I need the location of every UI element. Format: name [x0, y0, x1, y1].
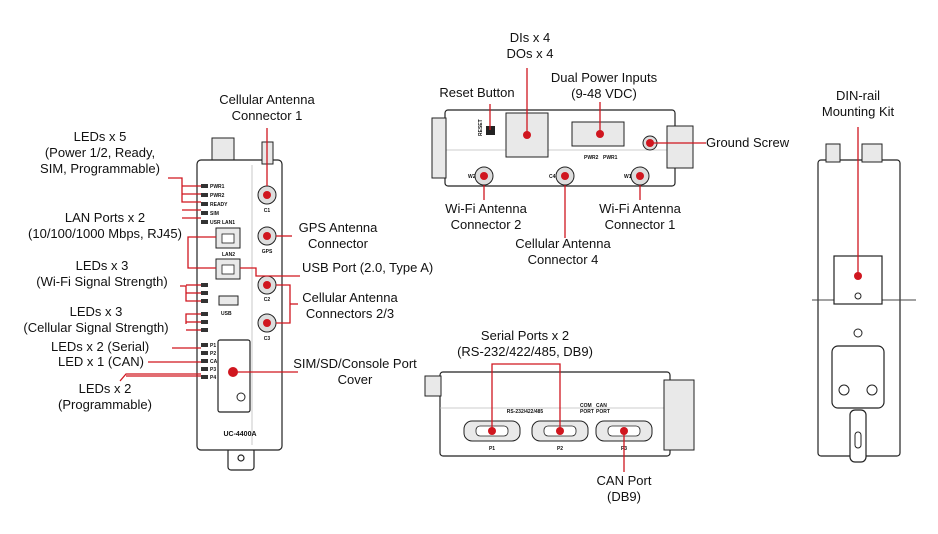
svg-text:C3: C3: [264, 336, 271, 342]
label-lan: LAN Ports x 2(10/100/1000 Mbps, RJ45): [28, 210, 182, 241]
bottom-labels: Serial Ports x 2(RS-232/422/485, DB9) CA…: [457, 328, 652, 504]
svg-text:LAN1: LAN1: [222, 220, 235, 226]
svg-text:W2: W2: [468, 174, 476, 180]
svg-text:GPS: GPS: [262, 249, 273, 255]
svg-text:RESET: RESET: [478, 119, 484, 136]
label-reset: Reset Button: [439, 85, 514, 100]
svg-text:PORT: PORT: [580, 409, 594, 415]
svg-text:P2: P2: [557, 446, 563, 452]
svg-text:PWR2: PWR2: [584, 155, 599, 161]
label-can-led: LED x 1 (CAN): [58, 354, 144, 369]
label-serial-led: LEDs x 2 (Serial): [51, 339, 149, 354]
c4-connector: C4: [549, 166, 575, 186]
svg-text:C4: C4: [549, 174, 556, 180]
label-leds5: LEDs x 5(Power 1/2, Ready,SIM, Programma…: [40, 129, 160, 176]
svg-text:PWR1: PWR1: [603, 155, 618, 161]
front-top-bracket: [211, 137, 235, 163]
svg-text:P1: P1: [489, 446, 495, 452]
label-power: Dual Power Inputs(9-48 VDC): [551, 70, 658, 101]
svg-text:P2: P2: [210, 351, 216, 357]
label-ground: Ground Screw: [706, 135, 790, 150]
sim-cover: [217, 339, 251, 413]
front-bracket-hole: [237, 454, 245, 462]
top-left-bracket: [431, 117, 447, 179]
top-callouts: [483, 68, 706, 238]
svg-text:PORT: PORT: [596, 409, 610, 415]
top-view: RESET PWR2 PWR1 W2 C4 W1: [431, 109, 694, 187]
svg-text:PWR2: PWR2: [210, 193, 225, 199]
c2-connector: C2: [257, 275, 277, 303]
front-view: C1 GPS C2 C3 PWR1 PWR2 READY SIM USR LAN…: [196, 137, 283, 471]
svg-text:CAN: CAN: [210, 359, 221, 365]
usb-port: USB: [218, 295, 239, 317]
svg-text:CAN: CAN: [596, 403, 607, 409]
svg-text:C2: C2: [264, 297, 271, 303]
wifi-leds: [201, 283, 208, 303]
svg-text:SIM: SIM: [210, 211, 219, 217]
bottom-housing: [439, 371, 671, 457]
label-prog-leds: LEDs x 2(Programmable): [58, 381, 152, 412]
svg-text:C1: C1: [264, 208, 271, 214]
svg-text:W1: W1: [624, 174, 632, 180]
svg-text:RS-232/422/485: RS-232/422/485: [507, 409, 544, 415]
gps-connector: GPS: [257, 226, 277, 255]
side-top-clip: [861, 143, 883, 163]
svg-text:P4: P4: [210, 375, 216, 381]
label-can-port: CAN Port(DB9): [597, 473, 652, 504]
w2-connector: W2: [468, 166, 494, 186]
svg-text:LAN2: LAN2: [222, 252, 235, 258]
c3-connector: C3: [257, 313, 277, 342]
top-din-clip: [666, 125, 694, 169]
label-cell-leds: LEDs x 3(Cellular Signal Strength): [23, 304, 168, 335]
din-rail-kit: [831, 255, 885, 463]
svg-text:USR: USR: [210, 220, 221, 226]
reset-area: RESET: [478, 119, 495, 136]
front-callouts: [119, 128, 300, 382]
w1-connector: W1: [624, 166, 650, 186]
serial-leds: P1 P2 CAN P3 P4: [201, 343, 221, 381]
bottom-left-bracket: [424, 375, 442, 397]
power-terminal: PWR2 PWR1: [571, 121, 625, 161]
status-leds: PWR1 PWR2 READY SIM USR: [201, 184, 228, 226]
bottom-din-clip: [663, 379, 695, 451]
svg-text:P1: P1: [210, 343, 216, 349]
svg-text:COM: COM: [580, 403, 592, 409]
svg-text:READY: READY: [210, 202, 228, 208]
svg-text:USB: USB: [221, 311, 232, 317]
svg-text:P3: P3: [210, 367, 216, 373]
label-usb: USB Port (2.0, Type A): [302, 260, 433, 275]
label-wifi-leds: LEDs x 3(Wi-Fi Signal Strength): [36, 258, 167, 289]
bottom-callouts: [491, 363, 625, 472]
lan-ports: LAN1 LAN2: [215, 220, 241, 280]
side-antenna-stub: [825, 143, 841, 163]
label-serial: Serial Ports x 2(RS-232/422/485, DB9): [457, 328, 593, 359]
p1-db9: P1: [463, 420, 521, 452]
cell-leds: [201, 312, 208, 332]
svg-text:PWR1: PWR1: [210, 184, 225, 190]
model-label: UC-4400A: [223, 431, 256, 438]
side-view: [812, 143, 916, 463]
